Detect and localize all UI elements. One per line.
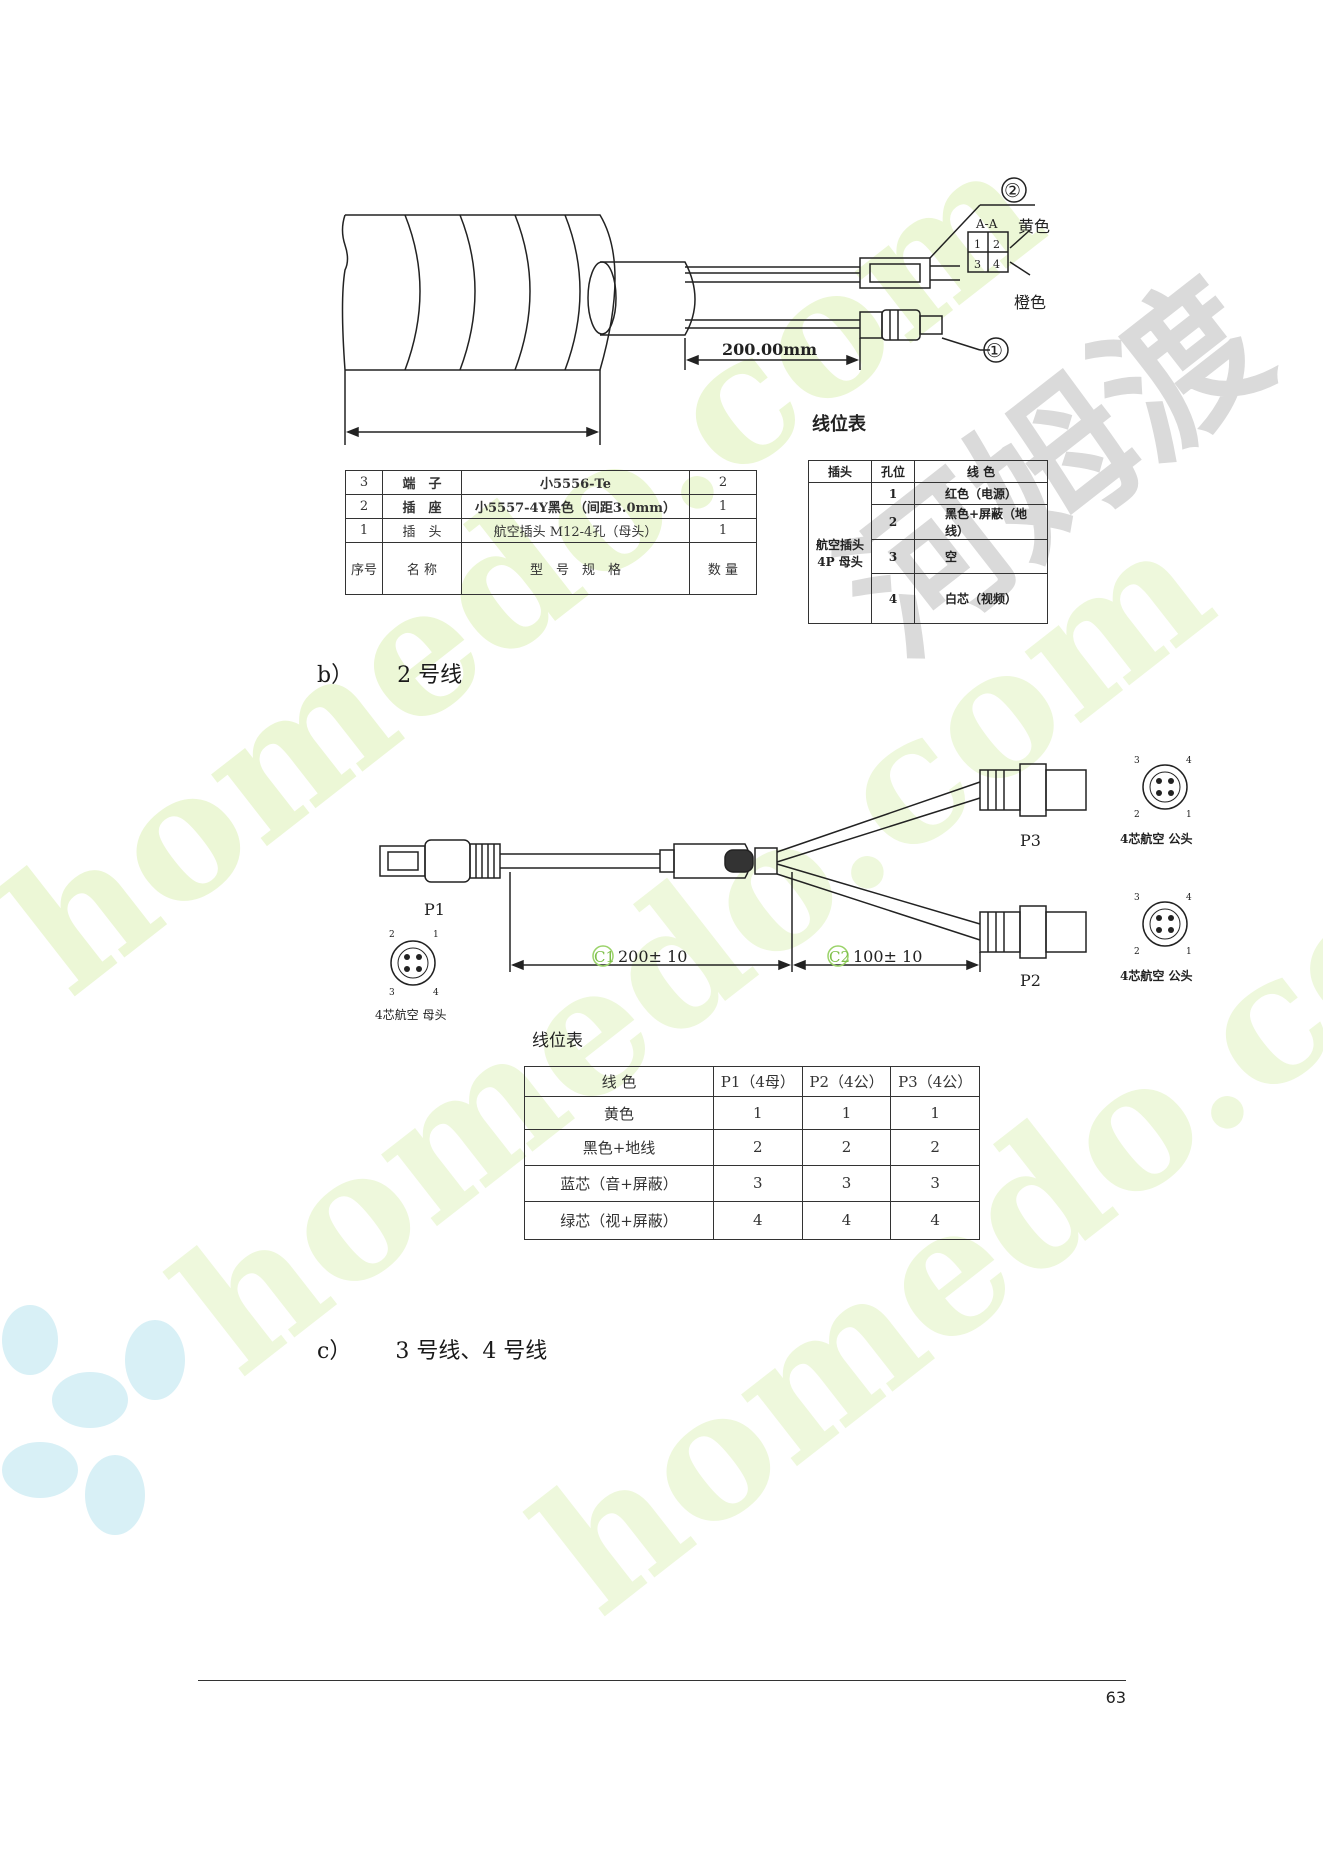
color-orange-label: 橙色 bbox=[1014, 293, 1046, 312]
table-row: 蓝芯（音+屏蔽） 3 3 3 bbox=[524, 1164, 980, 1202]
plug-cell: 航空插头 4P 母头 bbox=[808, 482, 872, 624]
dimension-c1: 200± 10 bbox=[618, 947, 687, 966]
svg-text:2: 2 bbox=[389, 930, 395, 940]
male-pinout-icon-bottom: 3 4 2 1 4芯航空 公头 bbox=[1120, 893, 1193, 983]
table-row: 3 端 子 小5556-Te 2 bbox=[345, 470, 757, 495]
p1-label: P1 bbox=[424, 900, 445, 919]
female-pinout-icon: 2 1 3 4 4芯航空 母头 bbox=[375, 930, 446, 1022]
svg-text:4: 4 bbox=[1186, 756, 1192, 766]
table-row: 1 插 头 航空插头 M12-4孔（母头） 1 bbox=[345, 518, 757, 543]
table-row: 3 空 bbox=[809, 539, 1048, 574]
svg-text:4: 4 bbox=[433, 988, 439, 998]
callout-2: ② bbox=[1004, 180, 1021, 202]
flower-logo-icon bbox=[2, 1305, 185, 1535]
table-header-row: 插头 孔位 线 色 bbox=[808, 460, 1048, 483]
table-row: 航空插头 4P 母头 1 红色（电源） bbox=[808, 482, 1048, 624]
male-pinout-icon-top: 3 4 2 1 4芯航空 公头 bbox=[1120, 756, 1193, 846]
female-label: 4芯航空 母头 bbox=[375, 1007, 446, 1022]
p2-label: P2 bbox=[1020, 971, 1041, 990]
svg-text:2: 2 bbox=[1134, 810, 1140, 820]
wire-table-2: 线 色 P1（4母） P2（4公） P3（4公） 黄色 1 1 1 黑色+地线 … bbox=[524, 1065, 980, 1241]
color-yellow-label: 黄色 bbox=[1018, 217, 1050, 236]
table-header-row: 序号 名 称 型 号 规 格 数 量 bbox=[345, 542, 757, 595]
table-row: 黄色 1 1 1 bbox=[524, 1096, 980, 1131]
dimension-c2: 100± 10 bbox=[853, 947, 922, 966]
cable-drawing-1: ② ① A-A 黄色 橙色 1 2 3 4 200.00mm bbox=[341, 177, 1050, 445]
pin-label: 1 bbox=[974, 238, 981, 251]
section-label: A-A bbox=[975, 217, 998, 231]
cable-drawing-2: C1 C2 200± 10 100± 10 P1 P3 P2 bbox=[379, 763, 1087, 990]
footer-rule bbox=[198, 1680, 1126, 1681]
c1-label: C1 bbox=[594, 948, 615, 966]
table-header-row: 线 色 P1（4母） P2（4公） P3（4公） bbox=[524, 1065, 980, 1098]
table-row: 2 黑色+屏蔽（地线） bbox=[809, 504, 1048, 540]
callout-1: ① bbox=[986, 340, 1003, 362]
p3-label: P3 bbox=[1020, 831, 1041, 850]
bom-table: 3 端 子 小5556-Te 2 2 插 座 小5557-4Y黑色（间距3.0m… bbox=[345, 470, 757, 595]
table-row: 黑色+地线 2 2 2 bbox=[524, 1129, 980, 1166]
table-row: 2 插 座 小5557-4Y黑色（间距3.0mm） 1 bbox=[345, 494, 757, 519]
wire-table-1-title: 线位表 bbox=[812, 414, 866, 435]
pin-label: 4 bbox=[993, 258, 1000, 271]
svg-text:1: 1 bbox=[1186, 810, 1192, 820]
male-label-top: 4芯航空 公头 bbox=[1120, 831, 1193, 846]
wire-table-2-title: 线位表 bbox=[532, 1031, 583, 1051]
pin-label: 2 bbox=[993, 238, 1000, 251]
svg-text:1: 1 bbox=[1186, 947, 1192, 957]
svg-text:3: 3 bbox=[1134, 893, 1140, 903]
svg-text:3: 3 bbox=[1134, 756, 1140, 766]
pin-label: 3 bbox=[974, 258, 981, 271]
svg-text:1: 1 bbox=[433, 930, 439, 940]
svg-text:2: 2 bbox=[1134, 947, 1140, 957]
c2-label: C2 bbox=[829, 948, 850, 966]
table-row: 4 白芯（视频） bbox=[809, 573, 1048, 624]
caption-c: c）3 号线、4 号线 bbox=[317, 1339, 548, 1364]
svg-text:3: 3 bbox=[389, 988, 395, 998]
male-label-bottom: 4芯航空 公头 bbox=[1120, 968, 1193, 983]
wire-table-1: 插头 孔位 线 色 航空插头 4P 母头 1 红色（电源） 2 黑色+屏蔽（地线… bbox=[808, 460, 1048, 624]
table-row: 绿芯（视+屏蔽） 4 4 4 bbox=[524, 1200, 980, 1241]
dimension-200mm: 200.00mm bbox=[722, 340, 817, 359]
svg-text:4: 4 bbox=[1186, 893, 1192, 903]
page-number: 63 bbox=[1105, 1688, 1126, 1707]
caption-b: b）2 号线 bbox=[317, 663, 463, 688]
